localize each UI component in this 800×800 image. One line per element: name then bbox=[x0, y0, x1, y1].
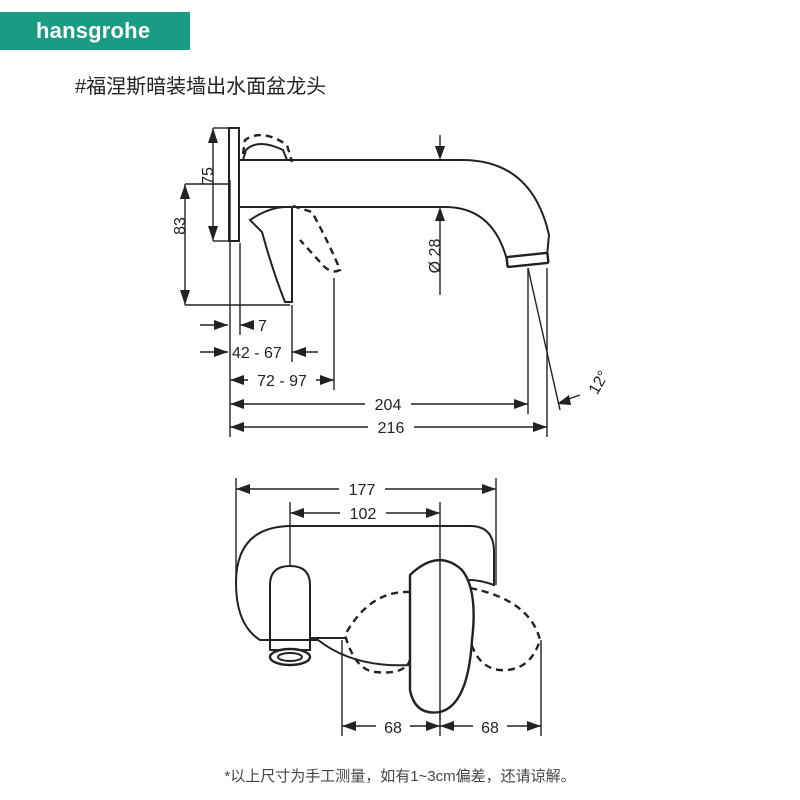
label-bg bbox=[376, 716, 410, 736]
angle-line bbox=[527, 267, 561, 411]
handle-lever-alt bbox=[292, 204, 342, 273]
arrow bbox=[236, 484, 250, 494]
lever-front bbox=[408, 558, 475, 714]
arrow bbox=[240, 320, 254, 330]
arrow bbox=[292, 347, 306, 357]
footnote: *以上尺寸为手工测量，如有1~3cm偏差，还请谅解。 bbox=[224, 768, 576, 785]
arrow bbox=[482, 484, 496, 494]
page-title: #福涅斯暗装墙出水面盆龙头 bbox=[75, 76, 327, 98]
arrow bbox=[435, 207, 445, 221]
dim-label-68-right: 68 bbox=[481, 720, 499, 737]
arrow bbox=[180, 184, 190, 199]
brand-name: hansgrohe bbox=[36, 18, 151, 43]
label-bg bbox=[368, 416, 414, 436]
dim-label-42-67: 42 - 67 bbox=[232, 345, 282, 362]
spout-outlet-inner bbox=[277, 652, 303, 662]
side-view: 75 83 Ø 28 7 bbox=[172, 127, 613, 437]
dim-label-75: 75 bbox=[200, 167, 217, 185]
label-bg bbox=[339, 478, 385, 498]
arrow bbox=[290, 508, 304, 518]
arrow bbox=[557, 395, 571, 405]
arrow bbox=[342, 721, 356, 731]
dim-label-204: 204 bbox=[375, 397, 402, 414]
arrow bbox=[533, 422, 547, 432]
spout-outline bbox=[239, 159, 551, 262]
label-bg bbox=[365, 393, 411, 413]
handle-lever bbox=[248, 206, 293, 303]
dim-label-7: 7 bbox=[258, 318, 267, 335]
spout-outlet bbox=[268, 647, 312, 667]
arrow bbox=[230, 422, 244, 432]
arrow bbox=[214, 320, 228, 330]
spout-aerator bbox=[505, 251, 550, 269]
dim-label-diameter: Ø 28 bbox=[427, 239, 444, 274]
label-bg bbox=[473, 716, 507, 736]
handle-raised-outline bbox=[241, 133, 294, 163]
arrow bbox=[426, 721, 440, 731]
label-bg bbox=[248, 368, 316, 388]
dim-label-83: 83 bbox=[172, 217, 189, 235]
arrow bbox=[208, 128, 218, 143]
dim-label-216: 216 bbox=[378, 420, 405, 437]
arrow bbox=[214, 347, 228, 357]
arrow bbox=[514, 399, 528, 409]
dim-label-72-97: 72 - 97 bbox=[257, 373, 307, 390]
lever-alt-left bbox=[343, 590, 412, 674]
dim-label-102: 102 bbox=[350, 506, 377, 523]
arrow bbox=[320, 375, 334, 385]
arrow bbox=[230, 375, 244, 385]
dim-label-68-left: 68 bbox=[384, 720, 402, 737]
arrow bbox=[435, 146, 445, 160]
arrow bbox=[180, 290, 190, 305]
spout-front bbox=[269, 564, 311, 651]
brand-logo: hansgrohe bbox=[0, 12, 190, 50]
front-view: 177 102 68 68 bbox=[234, 478, 542, 737]
dim-label-angle: 12° bbox=[586, 368, 613, 397]
arrow bbox=[440, 721, 454, 731]
arrow bbox=[527, 721, 541, 731]
arrow bbox=[208, 226, 218, 241]
lever-alt-right bbox=[468, 586, 542, 672]
arrow bbox=[230, 399, 244, 409]
handle-cap bbox=[242, 143, 288, 161]
label-bg bbox=[340, 502, 386, 522]
arrow bbox=[426, 508, 440, 518]
dim-label-177: 177 bbox=[349, 482, 376, 499]
wall-plate bbox=[228, 127, 240, 242]
